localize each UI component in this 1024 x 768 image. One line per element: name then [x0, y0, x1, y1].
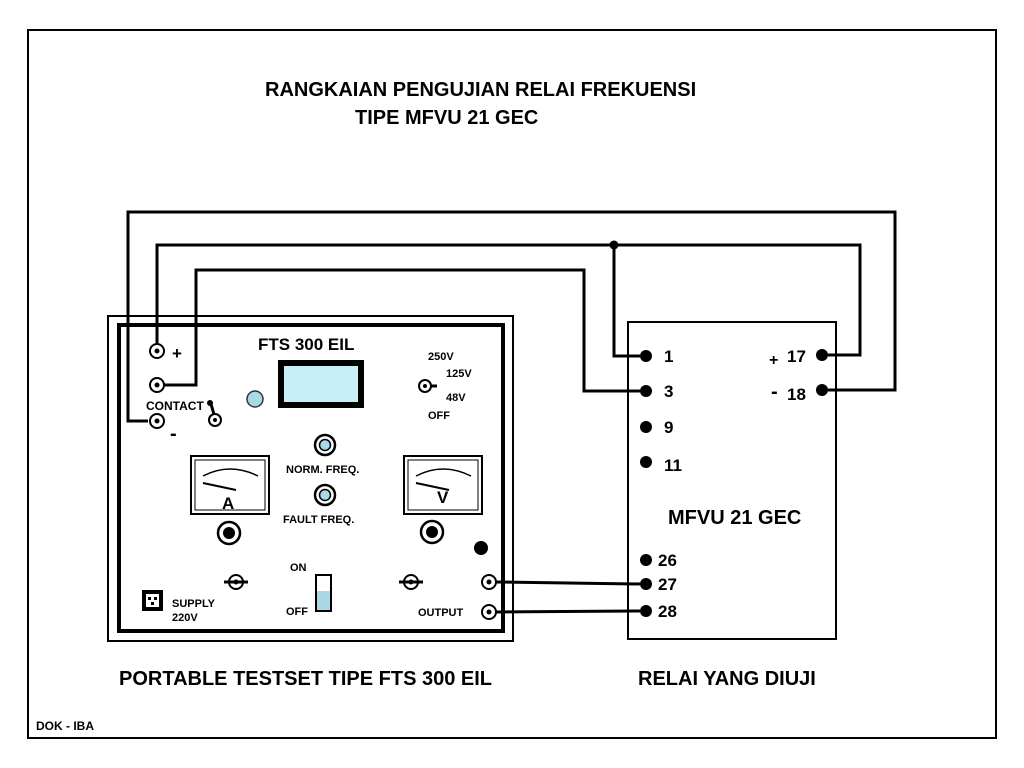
- relay-caption: RELAI YANG DIUJI: [638, 668, 816, 690]
- terminal-plus-label: +: [172, 344, 182, 363]
- ammeter-label: A: [222, 494, 234, 513]
- indicator-lamp: [246, 390, 264, 408]
- contact-toggle-switch[interactable]: [207, 400, 222, 427]
- voltmeter-label: V: [437, 488, 449, 507]
- wire-minus-to-18: [126, 210, 897, 423]
- testset-panel: [117, 323, 505, 633]
- display-screen: [284, 366, 358, 402]
- relay-terminal-3[interactable]: [640, 385, 652, 397]
- relay-terminal-1[interactable]: [640, 350, 652, 362]
- relay-terminal-18-label: 18: [787, 385, 806, 404]
- relay-name: MFVU 21 GEC: [668, 507, 801, 529]
- status-dot: [474, 541, 488, 555]
- voltage-option-48v: 48V: [446, 392, 466, 404]
- wiring: [126, 210, 897, 614]
- supply-label-2: 220V: [172, 612, 198, 624]
- voltmeter-knob[interactable]: [419, 519, 445, 545]
- wire-output-to-28: [495, 609, 641, 614]
- wire-plus-to-1: [612, 245, 640, 358]
- norm-freq-label: NORM. FREQ.: [286, 464, 359, 476]
- norm-freq-button[interactable]: [313, 433, 337, 457]
- relay-terminal-11[interactable]: [640, 456, 652, 468]
- relay-terminal-3-label: 3: [664, 382, 673, 401]
- terminal-minus[interactable]: [149, 413, 165, 429]
- fault-freq-button[interactable]: [313, 483, 337, 507]
- output-label: OUTPUT: [418, 607, 464, 619]
- contact-label: CONTACT: [146, 399, 204, 413]
- voltage-option-250v: 250V: [428, 351, 454, 363]
- relay-minus-sign: -: [771, 381, 778, 403]
- voltage-option-off: OFF: [428, 410, 450, 422]
- relay-plus-sign: +: [769, 352, 778, 369]
- relay-terminal-26[interactable]: [640, 554, 652, 566]
- relay-terminal-17[interactable]: [816, 349, 828, 361]
- relay-terminal-26-label: 26: [658, 551, 677, 570]
- power-on-label: ON: [290, 562, 307, 574]
- wire-junction: [609, 240, 619, 250]
- relay-terminal-9-label: 9: [664, 418, 673, 437]
- wire-plus-to-17: [155, 243, 862, 357]
- page-frame: [27, 29, 997, 739]
- portable-testset: FTS 300 EIL + CONTACT - 250: [107, 315, 514, 642]
- relay-mfvu21: 1 3 9 11 MFVU 21 GEC 26 27 28 + 17 - 18: [627, 321, 837, 640]
- supply-fuse-holder[interactable]: [224, 574, 248, 590]
- terminal-minus-label: -: [170, 423, 177, 445]
- supply-label-1: SUPPLY: [172, 598, 216, 610]
- ammeter: [190, 455, 270, 515]
- power-switch[interactable]: [315, 574, 332, 612]
- testset-outer-frame: [107, 315, 514, 642]
- terminal-contact[interactable]: [149, 377, 165, 393]
- wire-output-to-27: [495, 580, 641, 586]
- output-terminal-2[interactable]: [481, 604, 497, 620]
- title-line-1: RANGKAIAN PENGUJIAN RELAI FREKUENSI: [265, 79, 696, 101]
- voltage-option-125v: 125V: [446, 368, 472, 380]
- wire-contact-to-3: [164, 268, 640, 393]
- output-fuse-holder[interactable]: [399, 574, 423, 590]
- relay-terminal-18[interactable]: [816, 384, 828, 396]
- power-off-label: OFF: [286, 606, 308, 618]
- relay-terminal-28[interactable]: [640, 605, 652, 617]
- testset-model-label: FTS 300 EIL: [258, 335, 354, 354]
- relay-terminal-27-label: 27: [658, 575, 677, 594]
- relay-terminal-28-label: 28: [658, 602, 677, 621]
- title-line-2: TIPE MFVU 21 GEC: [355, 107, 538, 129]
- relay-terminal-17-label: 17: [787, 347, 806, 366]
- voltage-selector-switch[interactable]: [418, 379, 437, 393]
- relay-box: [627, 321, 837, 640]
- testset-caption: PORTABLE TESTSET TIPE FTS 300 EIL: [119, 668, 492, 690]
- relay-terminal-11-label: 11: [664, 456, 682, 475]
- terminal-plus[interactable]: [149, 343, 165, 359]
- voltmeter: [403, 455, 483, 515]
- ammeter-knob[interactable]: [216, 520, 242, 546]
- output-terminal-1[interactable]: [481, 574, 497, 590]
- relay-terminal-27[interactable]: [640, 578, 652, 590]
- supply-socket-icon: [142, 590, 163, 611]
- relay-terminal-9[interactable]: [640, 421, 652, 433]
- fault-freq-label: FAULT FREQ.: [283, 514, 354, 526]
- relay-terminal-1-label: 1: [664, 347, 673, 366]
- doc-footer: DOK - IBA: [36, 719, 94, 733]
